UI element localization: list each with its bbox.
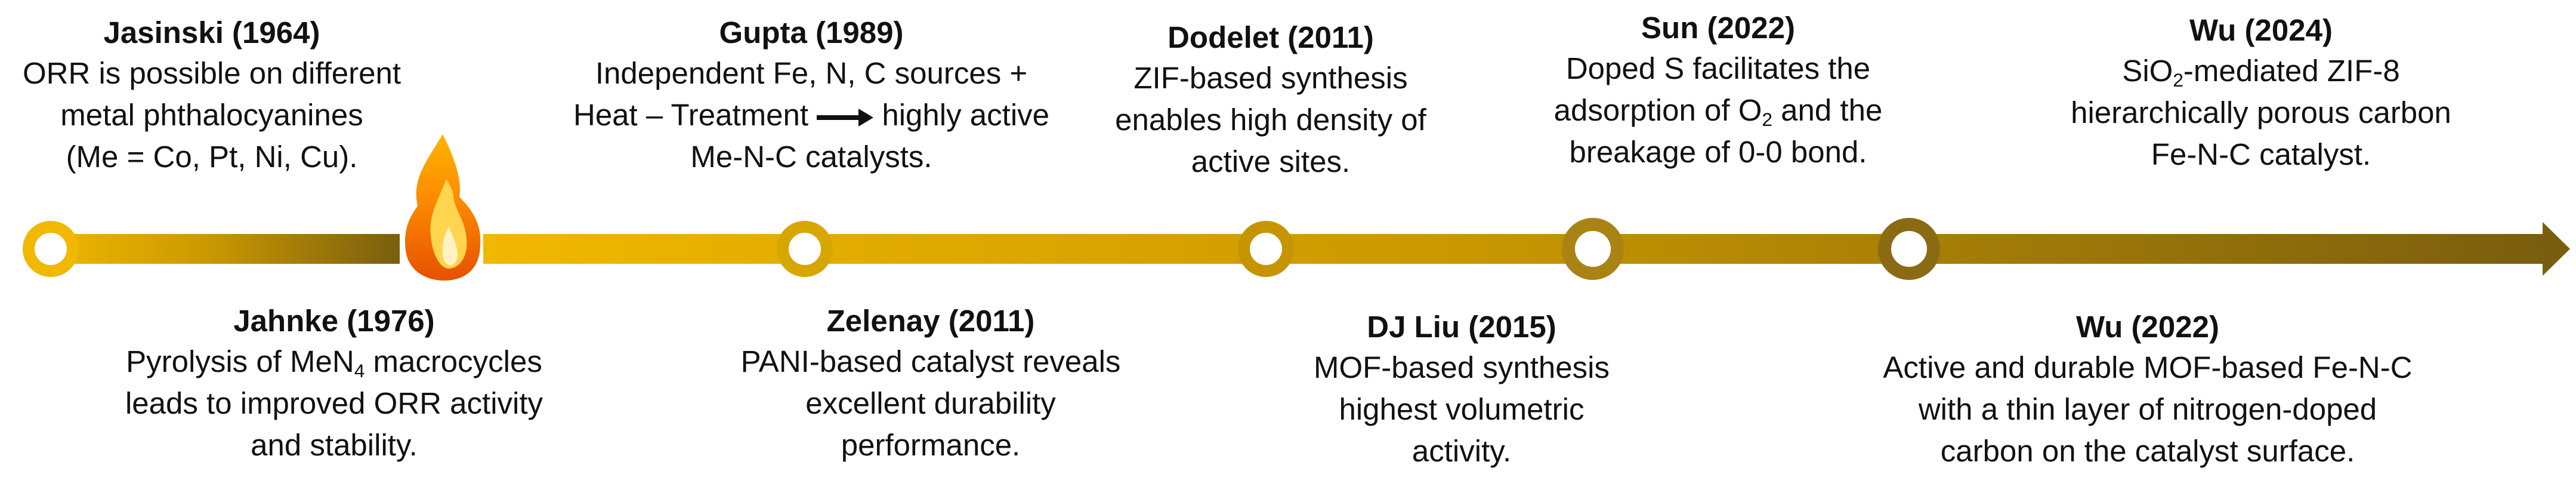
description-line: ZIF-based synthesis — [1133, 61, 1408, 96]
event-jasinski: Jasinski (1964) ORR is possible on diffe… — [3, 13, 421, 178]
event-title: Zelenay (2011) — [826, 304, 1035, 338]
event-title: Jasinski (1964) — [103, 16, 320, 50]
description-line: with a thin layer of nitrogen-doped — [1918, 392, 2377, 427]
event-description: Doped S facilitates the adsorption of O2… — [1509, 48, 1927, 173]
event-title: Jahnke (1976) — [233, 304, 435, 338]
event-description: PANI-based catalyst reveals excellent du… — [686, 341, 1175, 466]
milestone-jasinski — [23, 221, 79, 277]
description-line: adsorption of O2 and the — [1553, 93, 1883, 130]
description-line: active sites. — [1191, 144, 1351, 179]
event-title: Wu (2024) — [2189, 13, 2333, 47]
description-line: Me-N-C catalysts. — [690, 140, 932, 174]
description-line: highest volumetric — [1339, 392, 1584, 427]
description-line: leads to improved ORR activity — [125, 386, 543, 421]
description-line: Doped S facilitates the — [1565, 51, 1871, 86]
event-title: Dodelet (2011) — [1167, 20, 1374, 54]
description-line: carbon on the catalyst surface. — [1940, 434, 2355, 469]
description-line: Heat – Treatment highly active — [573, 98, 1050, 133]
event-jahnke: Jahnke (1976) Pyrolysis of MeN4 macrocyc… — [78, 301, 591, 466]
flame-icon — [405, 134, 481, 281]
timeline-arrowhead — [2543, 222, 2570, 276]
event-wu-2022: Wu (2022) Active and durable MOF-based F… — [1831, 307, 2464, 472]
event-zelenay: Zelenay (2011) PANI-based catalyst revea… — [686, 301, 1175, 466]
event-description: Pyrolysis of MeN4 macrocycles leads to i… — [78, 341, 591, 466]
description-line: PANI-based catalyst reveals — [740, 344, 1121, 379]
event-description: ORR is possible on different metal phtha… — [3, 53, 421, 178]
event-gupta: Gupta (1989) Independent Fe, N, C source… — [474, 13, 1148, 178]
event-title: DJ Liu (2015) — [1367, 310, 1556, 344]
milestone-dodelet — [1238, 221, 1294, 277]
description-line: Active and durable MOF-based Fe-N-C — [1883, 350, 2413, 385]
description-line: ORR is possible on different — [22, 56, 401, 91]
event-description: ZIF-based synthesis enables high density… — [1062, 57, 1479, 183]
description-line: SiO2-mediated ZIF-8 — [2122, 54, 2400, 91]
description-line: hierarchically porous carbon — [2071, 96, 2451, 130]
event-djliu: DJ Liu (2015) MOF-based synthesis highes… — [1253, 307, 1670, 472]
event-title: Wu (2022) — [2076, 310, 2219, 344]
milestone-wu — [1878, 218, 1940, 280]
event-description: MOF-based synthesis highest volumetric a… — [1253, 347, 1670, 472]
milestone-zelenay — [777, 221, 833, 277]
event-description: Active and durable MOF-based Fe-N-C with… — [1831, 347, 2464, 472]
description-line: activity. — [1411, 434, 1512, 469]
description-line: breakage of 0-0 bond. — [1569, 135, 1867, 170]
milestone-sun — [1562, 218, 1624, 280]
event-dodelet: Dodelet (2011) ZIF-based synthesis enabl… — [1062, 18, 1479, 183]
description-line: MOF-based synthesis — [1313, 350, 1610, 385]
timeline-bar-left — [42, 234, 400, 264]
description-line: Independent Fe, N, C sources + — [595, 56, 1028, 91]
event-sun: Sun (2022) Doped S facilitates the adsor… — [1509, 8, 1927, 173]
description-line: enables high density of — [1115, 103, 1426, 137]
event-description: Independent Fe, N, C sources + Heat – Tr… — [474, 53, 1148, 178]
description-line: excellent durability — [805, 386, 1056, 421]
description-line: Pyrolysis of MeN4 macrocycles — [126, 344, 542, 382]
event-wu-2024: Wu (2024) SiO2-mediated ZIF-8 hierarchic… — [2022, 11, 2500, 175]
description-line: metal phthalocyanines — [60, 98, 363, 133]
event-title: Sun (2022) — [1641, 11, 1795, 45]
description-line: performance. — [841, 428, 1021, 463]
description-line: and stability. — [251, 428, 418, 463]
description-line: Fe-N-C catalyst. — [2151, 137, 2371, 172]
event-description: SiO2-mediated ZIF-8 hierarchically porou… — [2022, 50, 2500, 175]
right-arrow-icon — [817, 108, 874, 127]
event-title: Gupta (1989) — [719, 16, 904, 50]
description-line: (Me = Co, Pt, Ni, Cu). — [66, 140, 358, 174]
